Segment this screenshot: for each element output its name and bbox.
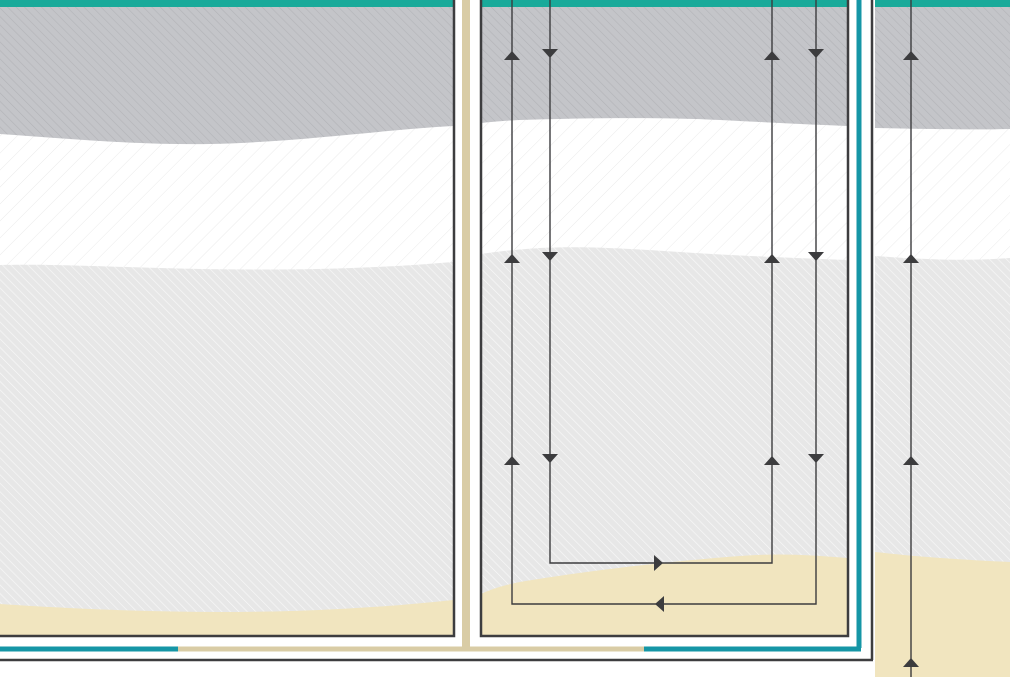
bottom-white-strip xyxy=(0,651,860,677)
flow-arrows xyxy=(504,49,919,667)
middle-upper-rock-layer xyxy=(481,0,847,126)
left-upper-rock-layer xyxy=(0,0,453,145)
right-panel xyxy=(875,0,1010,677)
arrow-up-icon xyxy=(903,51,919,60)
left-teal-top-band xyxy=(0,0,453,7)
arrow-down-icon xyxy=(542,49,558,58)
arrow-up-icon xyxy=(764,254,780,263)
arrow-up-icon xyxy=(903,658,919,667)
left-panel xyxy=(0,0,453,635)
arrow-down-icon xyxy=(808,49,824,58)
arrow-up-icon xyxy=(903,254,919,263)
arrow-up-icon xyxy=(764,456,780,465)
middle-teal-top-band xyxy=(481,0,847,7)
middle-panel-frame xyxy=(479,0,850,638)
right-teal-top-band xyxy=(875,0,1010,7)
arrow-down-icon xyxy=(808,454,824,463)
arrow-down-icon xyxy=(542,454,558,463)
arrow-down-icon xyxy=(542,252,558,261)
arrow-right-icon xyxy=(654,555,663,571)
arrow-up-icon xyxy=(504,254,520,263)
beige-vertical-divider xyxy=(462,0,470,648)
arrow-left-icon xyxy=(655,596,664,612)
middle-panel xyxy=(481,0,847,635)
arrow-up-icon xyxy=(504,51,520,60)
left-panel-frame xyxy=(0,0,456,638)
arrow-down-icon xyxy=(808,252,824,261)
arrow-up-icon xyxy=(764,51,780,60)
arrow-up-icon xyxy=(504,456,520,465)
right-upper-rock-layer xyxy=(875,0,1010,130)
casing-lines xyxy=(0,0,874,662)
arrow-up-icon xyxy=(903,456,919,465)
